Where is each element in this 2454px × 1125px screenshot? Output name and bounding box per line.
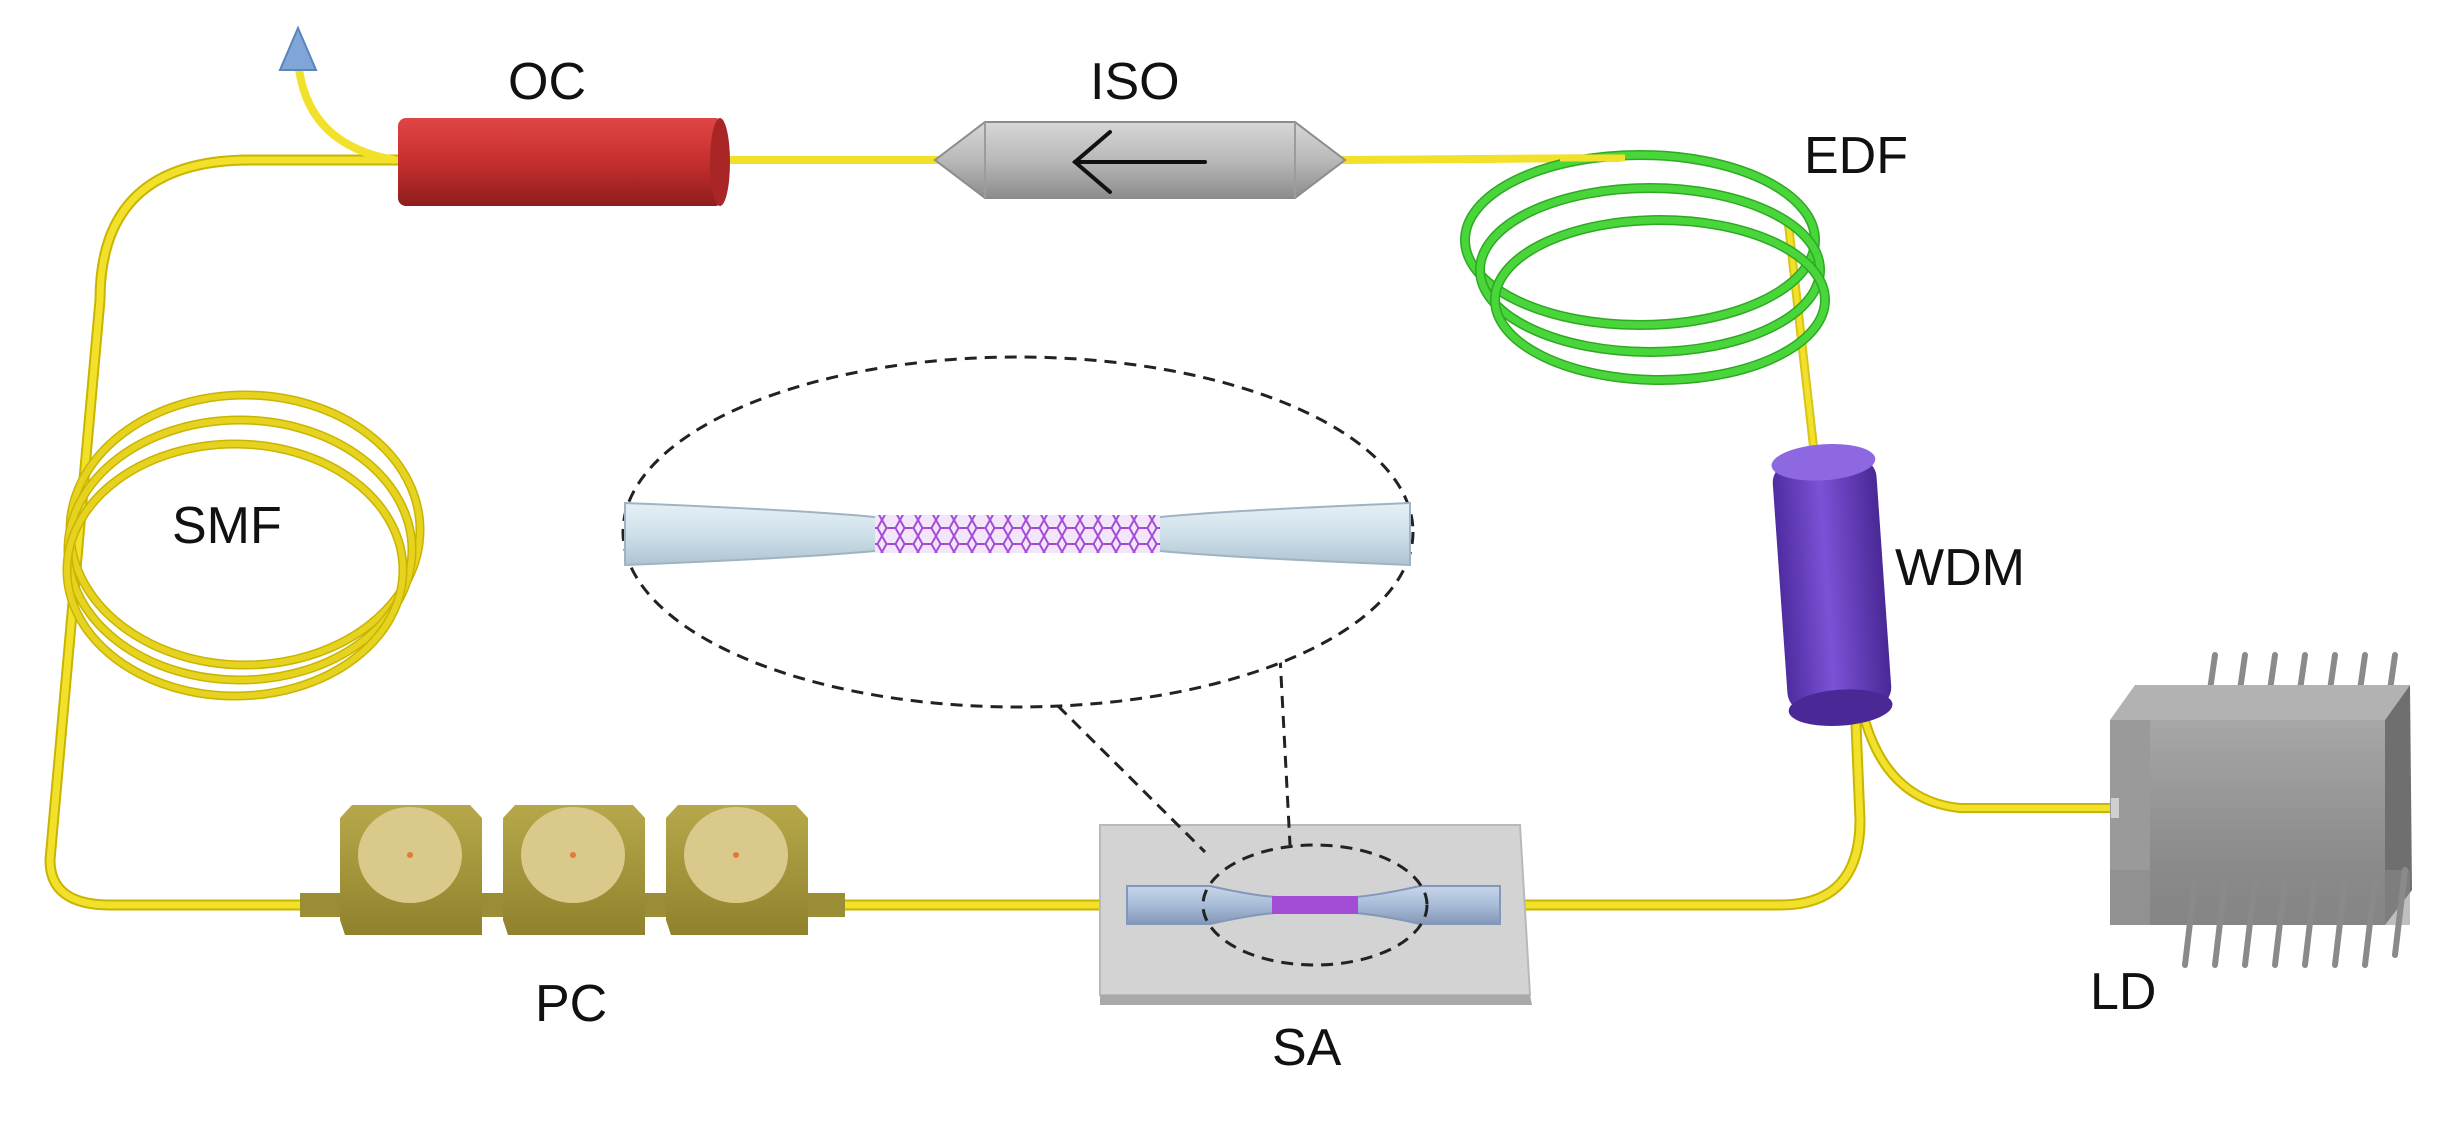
- label-smf: SMF: [172, 497, 282, 555]
- label-oc: OC: [508, 53, 586, 111]
- label-pc: PC: [535, 975, 608, 1033]
- label-ld: LD: [2090, 963, 2157, 1021]
- sa-zoom-inset: [621, 355, 1415, 854]
- fiber-wdm-ld: [1855, 699, 2115, 813]
- label-edf: EDF: [1804, 127, 1908, 185]
- label-sa: SA: [1272, 1019, 1342, 1077]
- pc-paddle-3: [666, 805, 808, 935]
- oc-coupler: [398, 118, 730, 206]
- wdm-coupler: [1771, 443, 1893, 727]
- pc-controller: [300, 805, 845, 935]
- pc-paddle-1: [340, 805, 482, 935]
- iso-isolator: [933, 121, 1347, 199]
- label-wdm: WDM: [1895, 539, 2025, 597]
- smf-coil: [62, 390, 425, 701]
- output-arrow-icon: [278, 25, 318, 71]
- edf-coil: [1460, 150, 1830, 385]
- arrow-left-icon: [1071, 130, 1207, 194]
- sa-zoom-ring: [1201, 843, 1429, 967]
- sa-absorber: [1099, 824, 1532, 1005]
- label-iso: ISO: [1090, 53, 1180, 111]
- ld-laser-diode: [2110, 652, 2412, 968]
- pc-paddle-2: [503, 805, 645, 935]
- output-fiber: [294, 59, 396, 164]
